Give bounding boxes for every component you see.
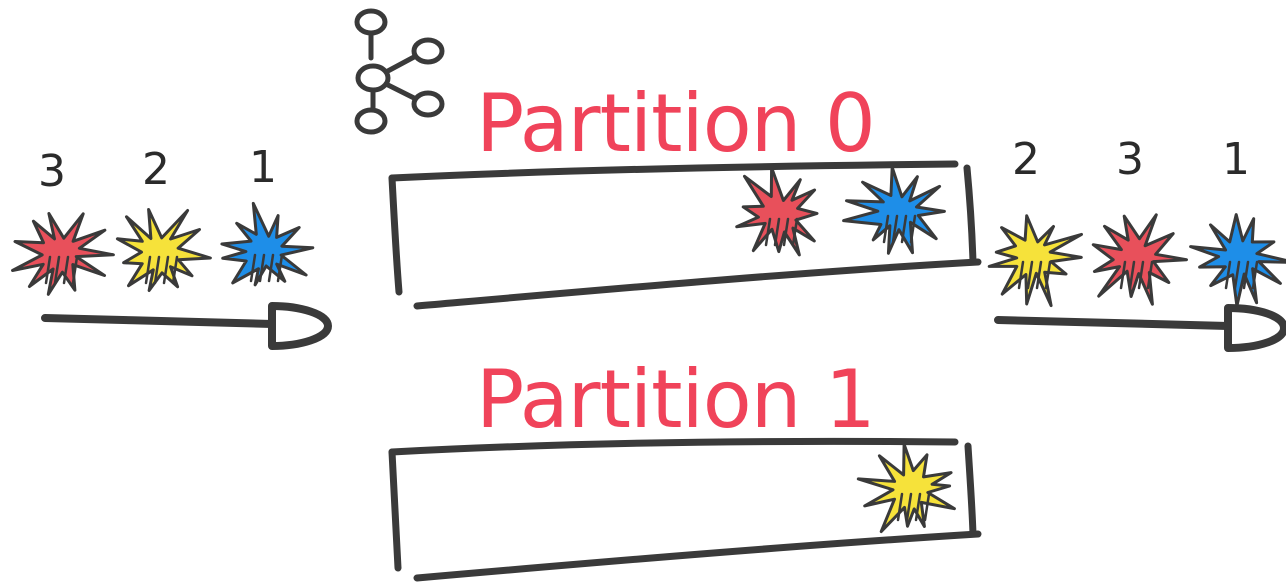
stars-layer: [13, 167, 1286, 531]
partition-1-title: Partition 1: [476, 360, 875, 440]
output-star-red: [1093, 215, 1186, 304]
input-order-label-1: 2: [142, 148, 170, 192]
input-star-blue: [222, 203, 313, 284]
input-star-red: [13, 214, 114, 295]
output-order-label-1: 3: [1116, 138, 1144, 182]
output-order-label-0: 2: [1012, 138, 1040, 182]
output-star-blue: [1191, 215, 1286, 306]
partition-0-title: Partition 0: [476, 84, 875, 164]
input-arrow: [45, 306, 328, 346]
partition-0-star-red: [737, 168, 817, 255]
output-order-label-2: 1: [1222, 138, 1250, 182]
partition-1-star-yellow: [858, 444, 954, 531]
input-order-label-0: 3: [38, 150, 66, 194]
kafka-logo-icon: [357, 11, 442, 132]
input-star-yellow: [117, 210, 210, 291]
input-order-label-2: 1: [249, 146, 277, 190]
output-star-yellow: [989, 216, 1081, 306]
partition-0-star-blue: [844, 167, 945, 253]
output-arrow: [998, 308, 1284, 348]
